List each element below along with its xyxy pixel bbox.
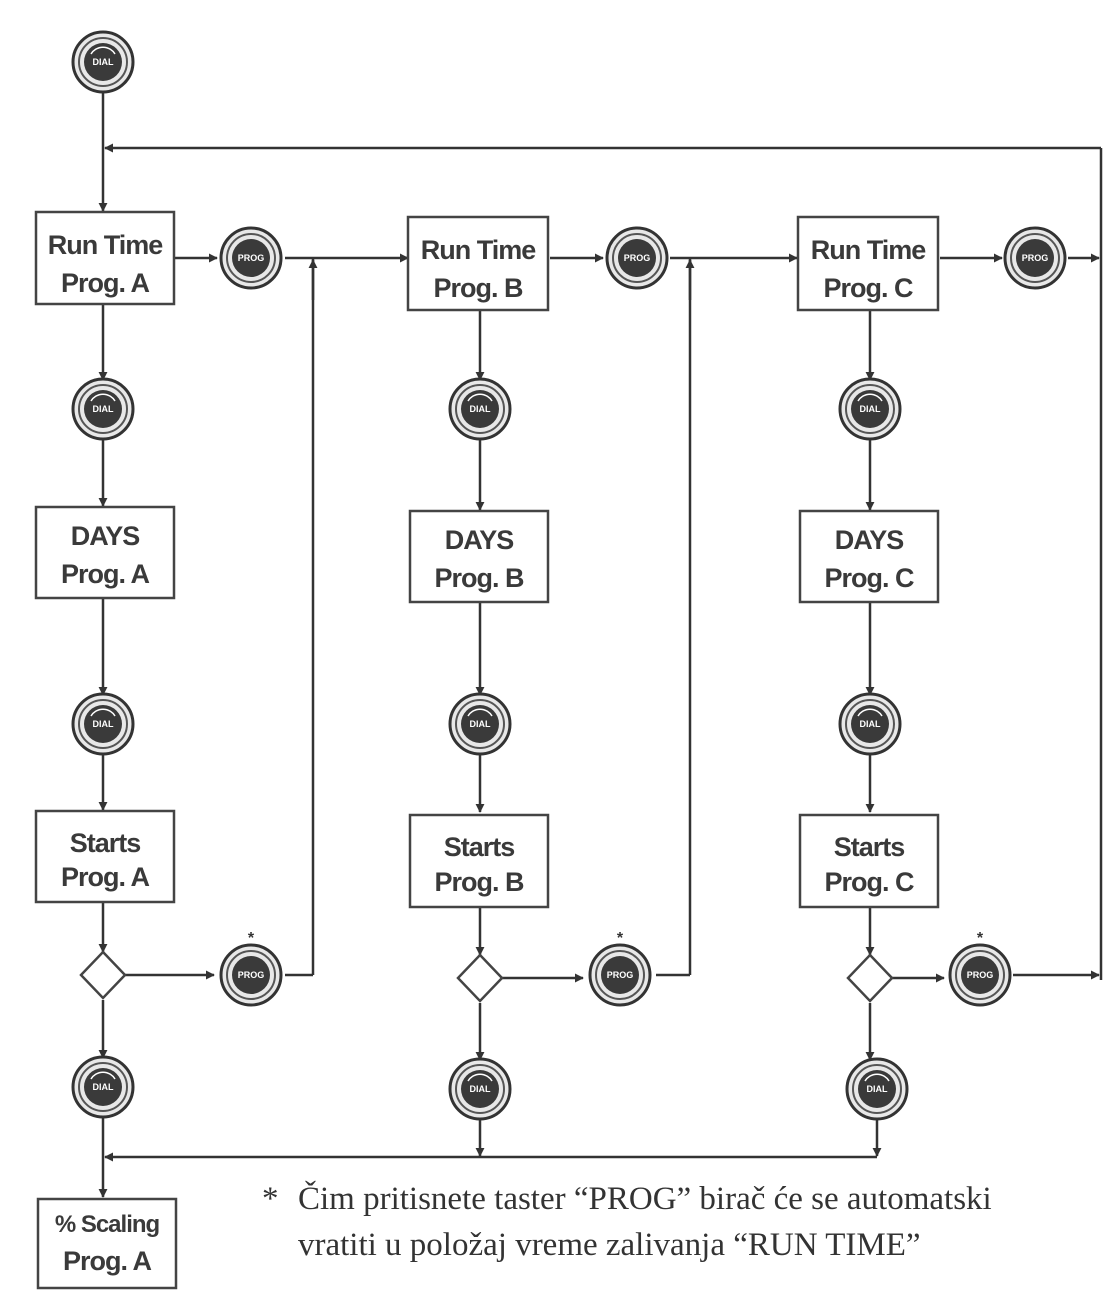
box-days-c: DAYS Prog. C bbox=[798, 509, 940, 604]
dial-button-start: DIAL bbox=[71, 30, 135, 94]
prog-label: PROG bbox=[238, 253, 265, 263]
decision-diamond-a bbox=[79, 950, 127, 1000]
box-days-b: DAYS Prog. B bbox=[408, 509, 550, 604]
prog-button-a: PROG bbox=[219, 226, 283, 290]
dial-button-a2: DIAL bbox=[71, 692, 135, 756]
box-days-b-line2: Prog. B bbox=[434, 563, 524, 593]
dial-label: DIAL bbox=[93, 719, 114, 729]
prog-label: PROG bbox=[1022, 253, 1049, 263]
dial-button-b3: DIAL bbox=[448, 1057, 512, 1121]
prog-label: PROG bbox=[967, 970, 994, 980]
dial-arc-icon bbox=[90, 1071, 116, 1080]
footnote-line2: vratiti u položaj vreme zalivanja “RUN T… bbox=[298, 1227, 921, 1263]
decision-diamond-c bbox=[846, 953, 894, 1003]
dial-label: DIAL bbox=[470, 1084, 491, 1094]
prog-button-a2: PROG * bbox=[219, 930, 283, 1007]
dial-button-a1: DIAL bbox=[71, 377, 135, 441]
dial-arc-icon bbox=[857, 393, 883, 402]
dial-label: DIAL bbox=[860, 404, 881, 414]
dial-button-a3: DIAL bbox=[71, 1055, 135, 1119]
box-scaling-line2: Prog. A bbox=[63, 1246, 152, 1276]
box-days-a: DAYS Prog. A bbox=[34, 505, 176, 600]
decisions bbox=[79, 950, 894, 1003]
asterisk-marker: * bbox=[977, 930, 984, 947]
footnote-marker: * bbox=[262, 1181, 279, 1217]
dial-label: DIAL bbox=[860, 719, 881, 729]
asterisk-marker: * bbox=[617, 930, 624, 947]
box-runtime-b-line2: Prog. B bbox=[433, 273, 523, 303]
box-starts-b: Starts Prog. B bbox=[408, 813, 550, 909]
dial-button-b1: DIAL bbox=[448, 377, 512, 441]
dial-label: DIAL bbox=[93, 57, 114, 67]
box-days-a-line2: Prog. A bbox=[61, 559, 150, 589]
box-starts-c-line2: Prog. C bbox=[824, 867, 914, 897]
dial-label: DIAL bbox=[93, 1082, 114, 1092]
footnote: * Čim pritisnete taster “PROG” birač će s… bbox=[262, 1176, 1112, 1268]
box-runtime-a-line2: Prog. A bbox=[61, 268, 150, 298]
box-starts-a-line2: Prog. A bbox=[61, 862, 150, 892]
dial-button-c2: DIAL bbox=[838, 692, 902, 756]
box-runtime-c-line2: Prog. C bbox=[823, 273, 913, 303]
dial-button-c1: DIAL bbox=[838, 377, 902, 441]
box-starts-c: Starts Prog. C bbox=[798, 813, 940, 909]
prog-button-b2: PROG * bbox=[588, 930, 652, 1007]
box-runtime-a-line1: Run Time bbox=[48, 230, 163, 260]
dial-label: DIAL bbox=[867, 1084, 888, 1094]
box-runtime-b: Run Time Prog. B bbox=[406, 215, 550, 312]
prog-label: PROG bbox=[624, 253, 651, 263]
box-starts-c-line1: Starts bbox=[834, 832, 905, 862]
dial-arc-icon bbox=[467, 1073, 493, 1082]
box-runtime-a: Run Time Prog. A bbox=[34, 210, 176, 306]
dial-label: DIAL bbox=[470, 719, 491, 729]
dial-arc-icon bbox=[90, 393, 116, 402]
box-starts-b-line1: Starts bbox=[444, 832, 515, 862]
prog-label: PROG bbox=[607, 970, 634, 980]
box-days-a-line1: DAYS bbox=[71, 521, 140, 551]
dial-arc-icon bbox=[857, 708, 883, 717]
decision-diamond-b bbox=[456, 953, 504, 1003]
box-starts-b-line2: Prog. B bbox=[434, 867, 524, 897]
box-scaling-line1: % Scaling bbox=[55, 1211, 160, 1238]
box-days-c-line1: DAYS bbox=[835, 525, 904, 555]
dial-label: DIAL bbox=[93, 404, 114, 414]
dial-arc-icon bbox=[90, 46, 116, 55]
dial-arc-icon bbox=[864, 1073, 890, 1082]
prog-button-c: PROG bbox=[1003, 226, 1067, 290]
dial-arc-icon bbox=[467, 708, 493, 717]
box-starts-a-line1: Starts bbox=[70, 828, 141, 858]
box-scaling-a: % Scaling Prog. A bbox=[36, 1197, 178, 1290]
connectors bbox=[98, 90, 1103, 1198]
box-runtime-c-line1: Run Time bbox=[811, 235, 926, 265]
prog-label: PROG bbox=[238, 970, 265, 980]
dial-button-c3: DIAL bbox=[845, 1057, 909, 1121]
footnote-line1: Čim pritisnete taster “PROG” birač će se… bbox=[298, 1181, 992, 1217]
dial-arc-icon bbox=[90, 708, 116, 717]
asterisk-marker: * bbox=[248, 930, 255, 947]
dial-button-b2: DIAL bbox=[448, 692, 512, 756]
box-starts-a: Starts Prog. A bbox=[34, 809, 176, 904]
prog-button-c2: PROG * bbox=[948, 930, 1012, 1007]
dial-arc-icon bbox=[467, 393, 493, 402]
box-days-b-line1: DAYS bbox=[445, 525, 514, 555]
box-runtime-c: Run Time Prog. C bbox=[796, 215, 940, 312]
buttons-layer: DIAL DIAL DIAL DIAL DIAL DIAL DIAL DIAL DIAL DIAL… bbox=[71, 30, 1067, 1121]
dial-label: DIAL bbox=[470, 404, 491, 414]
box-days-c-line2: Prog. C bbox=[824, 563, 914, 593]
prog-button-b: PROG bbox=[605, 226, 669, 290]
box-runtime-b-line1: Run Time bbox=[421, 235, 536, 265]
